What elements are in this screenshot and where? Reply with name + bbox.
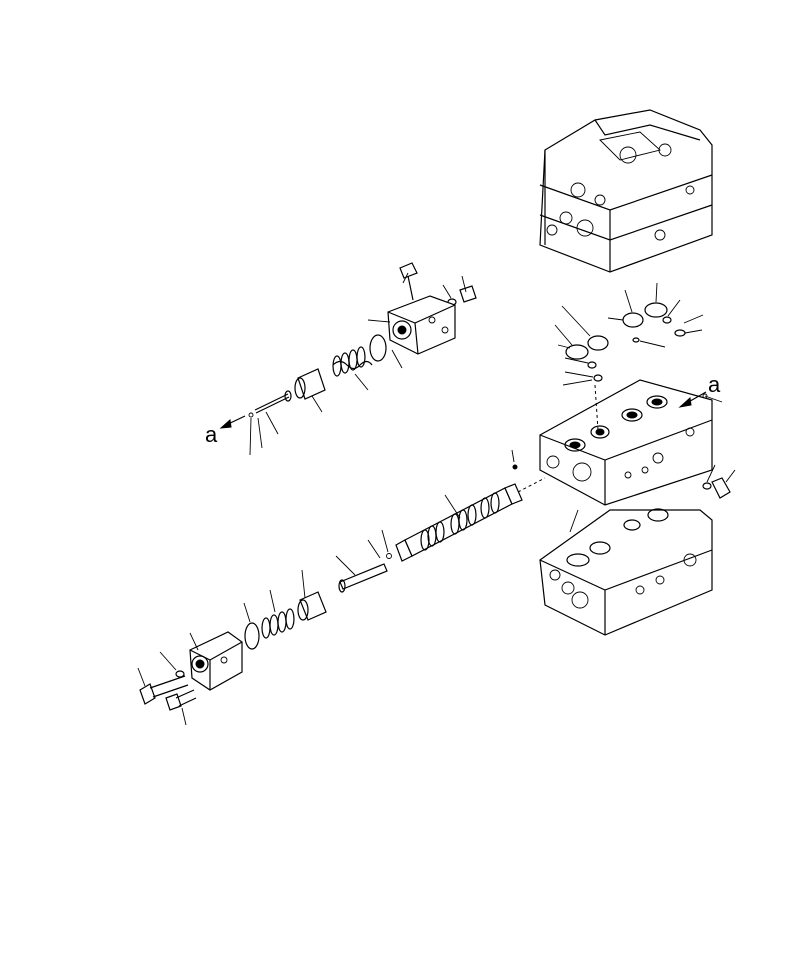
lower-valve-stack [539,508,713,636]
lower-spring [261,589,295,639]
plug-right [702,464,736,499]
spool-pin-and-rod [335,529,392,593]
port-label-a-left: a [205,422,218,447]
upper-valve-stack [539,109,713,273]
main-spool [395,449,579,562]
upper-spring [332,346,373,391]
seal-rings-group [554,282,704,431]
spool-lands [420,492,500,551]
port-label-a-right: a [708,372,721,397]
valve-section-block [539,379,713,506]
port-a-right: a [678,372,723,408]
lower-cover-assembly [137,569,327,726]
port-a-left: a [205,415,246,447]
upper-cover-assembly [248,262,477,456]
